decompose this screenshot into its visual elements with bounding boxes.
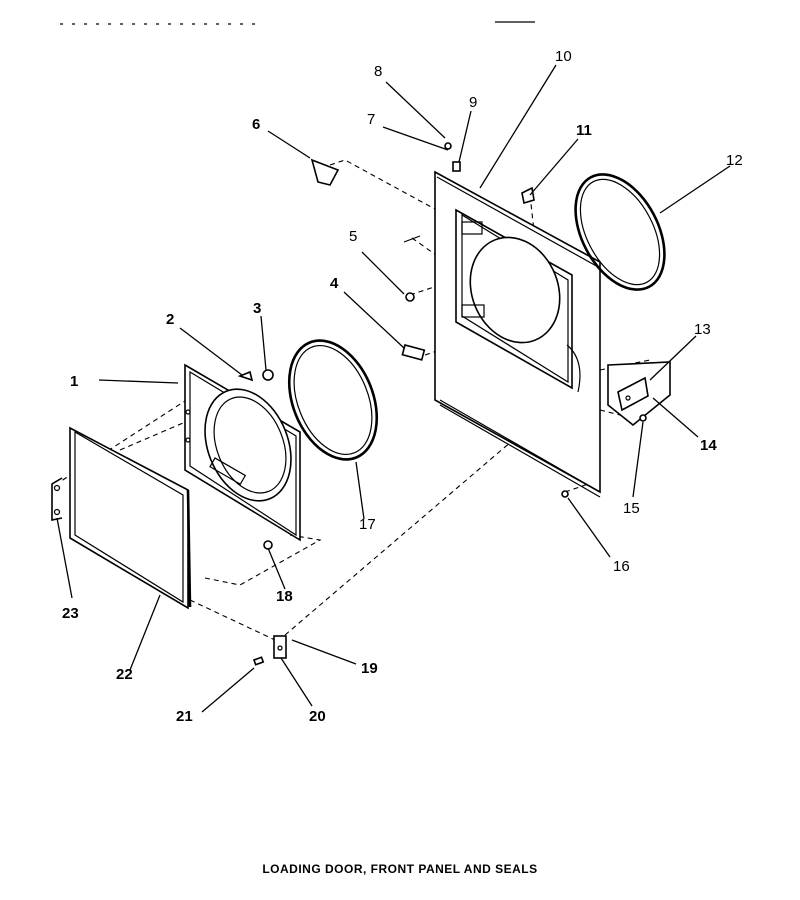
- callout-23: 23: [62, 605, 79, 622]
- callout-22: 22: [116, 666, 133, 683]
- latch-plate: [607, 361, 671, 427]
- callout-18: 18: [276, 588, 293, 605]
- callout-19: 19: [361, 660, 378, 677]
- small-hardware: [237, 142, 647, 666]
- callout-16: 16: [613, 558, 630, 575]
- front-panel: [434, 170, 601, 498]
- outer-door-panel: [69, 426, 192, 610]
- callout-14: 14: [700, 437, 717, 454]
- diagram-caption: LOADING DOOR, FRONT PANEL AND SEALS: [262, 862, 538, 876]
- callout-8: 8: [374, 63, 382, 80]
- callout-13: 13: [694, 321, 711, 338]
- callout-1: 1: [70, 373, 78, 390]
- callout-20: 20: [309, 708, 326, 725]
- header-marks: [60, 21, 535, 25]
- callout-3: 3: [253, 300, 261, 317]
- callout-12: 12: [726, 152, 743, 169]
- leader-lines: [56, 64, 731, 713]
- callout-7: 7: [367, 111, 375, 128]
- callout-21: 21: [176, 708, 193, 725]
- callout-5: 5: [349, 228, 357, 245]
- door-seal-ring: [287, 339, 379, 461]
- callout-11: 11: [576, 122, 592, 139]
- seal-ring: [574, 173, 666, 291]
- callout-15: 15: [623, 500, 640, 517]
- hinge-bracket: [51, 477, 63, 521]
- callout-6: 6: [252, 116, 260, 133]
- callout-2: 2: [166, 311, 174, 328]
- callout-10: 10: [555, 48, 572, 65]
- door-frame: [184, 363, 301, 542]
- callout-9: 9: [469, 94, 477, 111]
- callout-labels: 1 2 3 4 5 6 7 8 9 10 11 12 13 14 15 16 1…: [62, 48, 743, 725]
- callout-17: 17: [359, 516, 376, 533]
- callout-4: 4: [330, 275, 339, 292]
